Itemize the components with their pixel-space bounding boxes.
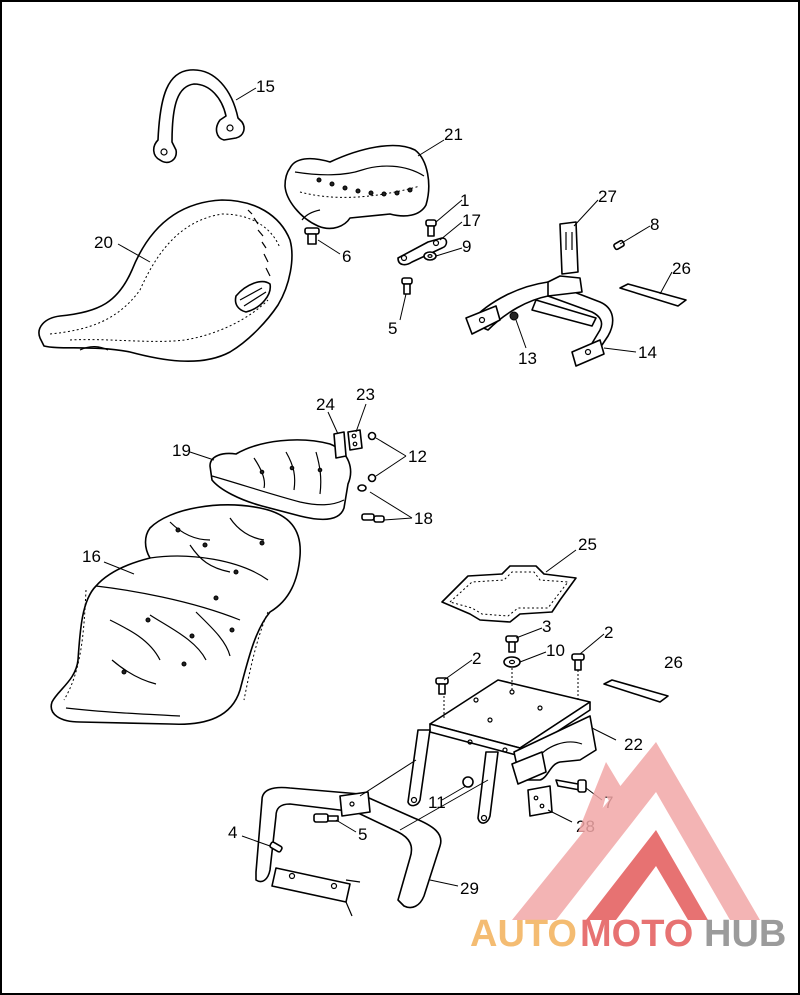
callout-26-top: 26	[672, 259, 691, 278]
part-6-fastener	[304, 227, 320, 245]
part-22-seat-base-bracket	[407, 679, 597, 824]
part-21-passenger-pillion	[284, 144, 430, 230]
callout-19: 19	[172, 441, 191, 460]
callout-11: 11	[428, 793, 446, 812]
part-1-bolt	[425, 219, 437, 237]
callout-15: 15	[256, 77, 275, 96]
callout-8: 8	[650, 215, 659, 234]
watermark-text-auto: AUTO	[470, 913, 577, 955]
part-2-bolt-left	[435, 677, 449, 695]
callout-16: 16	[82, 547, 101, 566]
callout-6: 6	[342, 247, 351, 266]
callout-18: 18	[414, 509, 433, 528]
callout-10: 10	[546, 641, 565, 660]
part-4-bolt	[269, 841, 283, 853]
watermark-text-moto: MOTO	[580, 913, 693, 955]
watermark-logo: AUTO MOTO HUB	[470, 742, 786, 955]
callout-2-right: 2	[604, 623, 613, 642]
part-5-bolt-upper	[401, 277, 413, 295]
callout-23: 23	[356, 385, 375, 404]
callout-1: 1	[460, 191, 469, 210]
part-7-bolt	[555, 779, 587, 793]
callout-13: 13	[518, 349, 537, 368]
part-9-washer	[423, 251, 437, 261]
leader-lines	[103, 87, 673, 887]
callout-2-left: 2	[472, 649, 481, 668]
callout-26-bottom: 26	[664, 653, 683, 672]
callout-17: 17	[462, 211, 481, 230]
part-8-bolt	[613, 239, 625, 251]
part-14-rack-frame	[465, 275, 614, 367]
part-28-plate	[527, 785, 553, 817]
part-17-bracket	[397, 237, 448, 266]
callout-4: 4	[228, 823, 237, 842]
part-5-bolt-lower	[313, 813, 339, 823]
callout-25: 25	[578, 535, 597, 554]
part-27-tab	[559, 221, 579, 275]
part-16-touring-seat	[50, 504, 301, 726]
part-20-rider-seat	[38, 199, 293, 362]
part-18-bolts	[361, 513, 385, 523]
part-10-washer	[503, 656, 521, 668]
callout-14: 14	[638, 343, 657, 362]
callout-5-bottom: 5	[358, 825, 367, 844]
part-11-nut	[462, 776, 474, 788]
part-15-sissy-bar-strap	[152, 69, 245, 164]
watermark-text-hub: HUB	[704, 913, 786, 955]
callout-27: 27	[598, 187, 617, 206]
callout-29: 29	[460, 879, 479, 898]
callout-5-top: 5	[388, 319, 397, 338]
callout-24: 24	[316, 395, 335, 414]
callout-21: 21	[444, 125, 463, 144]
part-26-trim-strip-upper	[619, 283, 687, 307]
callout-labels: 15 21 1 17 9 20 6 5 27 8 26 13 14 24 23 …	[82, 77, 691, 898]
part-12-nuts	[357, 431, 377, 492]
part-19-backrest-pad	[209, 439, 352, 521]
part-24-clip	[333, 431, 347, 459]
part-26-trim-strip-lower	[603, 679, 669, 703]
callout-9: 9	[462, 237, 471, 256]
part-29-rack-loop	[255, 786, 442, 917]
part-2-bolt-right	[571, 653, 585, 671]
part-25-gasket	[441, 565, 577, 623]
part-23-plate	[347, 429, 363, 451]
part-13-nut	[509, 311, 519, 321]
callout-22: 22	[624, 735, 643, 754]
part-3-bolt	[505, 635, 519, 653]
callout-3: 3	[542, 617, 551, 636]
callout-12: 12	[408, 447, 427, 466]
callout-20: 20	[94, 233, 113, 252]
